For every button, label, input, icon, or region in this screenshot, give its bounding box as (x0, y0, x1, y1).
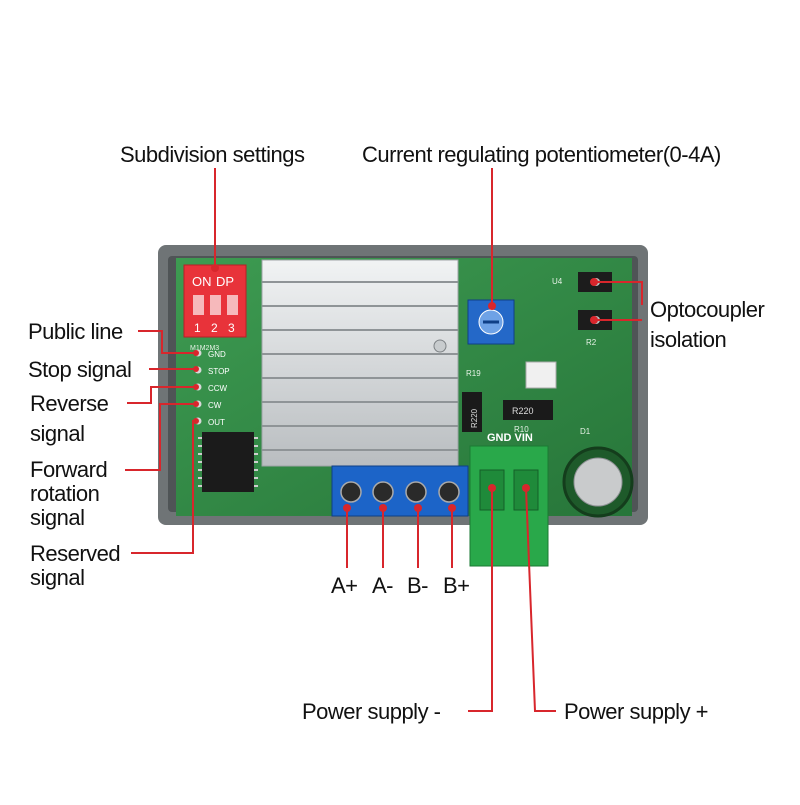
pin-label-out: OUT (208, 418, 225, 427)
resistor-right-label: R220 (512, 406, 534, 416)
terminal-screw-a-plus (340, 481, 362, 503)
chip-legs (198, 437, 258, 487)
leader-forward (125, 403, 196, 471)
label-d1: D1 (580, 427, 591, 436)
terminal-label-a-plus: A+ (331, 573, 358, 598)
leader-optocoupler-1 (594, 281, 643, 305)
terminal-screw-a-minus (372, 481, 394, 503)
heatsink-fins (262, 281, 458, 451)
dip-on-label: ON (192, 274, 212, 289)
terminal-screw-b-minus (405, 481, 427, 503)
dip-slider-3 (227, 295, 238, 315)
terminal-screw-b-plus (438, 481, 460, 503)
label-subdivision-settings: Subdivision settings (120, 142, 305, 167)
label-stop-signal: Stop signal (28, 357, 132, 382)
capacitor-top (573, 457, 623, 507)
pin-label-gnd: GND (208, 350, 226, 359)
driver-chip (202, 432, 254, 492)
resistor-left (462, 392, 482, 432)
label-forward-line1: Forward (30, 457, 108, 482)
label-optocoupler-line2: isolation (650, 327, 727, 352)
label-forward-line2: rotation (30, 481, 100, 506)
pin-label-cw: CW (208, 401, 222, 410)
label-r2: R2 (586, 338, 597, 347)
heatsink-screw (433, 339, 447, 353)
label-reverse-line2: signal (30, 421, 85, 446)
pin-label-stop: STOP (208, 367, 230, 376)
leader-power-plus (525, 487, 556, 712)
heatsink (261, 259, 459, 467)
label-reverse-line1: Reverse (30, 391, 109, 416)
label-r10: R10 (514, 425, 529, 434)
dip-number-2: 2 (211, 321, 218, 335)
resistor-right (503, 400, 553, 420)
dip-slider-2 (210, 295, 221, 315)
label-u4: U4 (552, 277, 563, 286)
optocoupler-chip (525, 361, 557, 389)
terminal-label-b-plus: B+ (443, 573, 470, 598)
label-current-potentiometer: Current regulating potentiometer(0-4A) (362, 142, 721, 167)
label-reserved-line2: signal (30, 565, 85, 590)
dip-number-3: 3 (228, 321, 235, 335)
resistor-left-label: R220 (470, 408, 479, 428)
dip-number-1: 1 (194, 321, 201, 335)
label-forward-line3: signal (30, 505, 85, 530)
label-optocoupler-line1: Optocoupler (650, 297, 765, 322)
label-power-supply-plus: Power supply + (564, 699, 709, 724)
terminal-label-a-minus: A- (372, 573, 394, 598)
leader-reverse (127, 386, 196, 404)
leader-public-line (138, 330, 196, 354)
label-r19: R19 (466, 369, 481, 378)
power-header-label: GND VIN (487, 432, 533, 444)
dip-slider-1 (193, 295, 204, 315)
label-reserved-line1: Reserved (30, 541, 121, 566)
leader-power-minus (468, 488, 493, 712)
dip-dp-label: DP (216, 274, 234, 289)
label-power-supply-minus: Power supply - (302, 699, 441, 724)
terminal-label-b-minus: B- (407, 573, 429, 598)
leader-dots (193, 264, 598, 512)
label-public-line: Public line (28, 319, 123, 344)
pin-label-ccw: CCW (208, 384, 228, 393)
dip-mode-label: M1M2M3 (190, 345, 219, 352)
